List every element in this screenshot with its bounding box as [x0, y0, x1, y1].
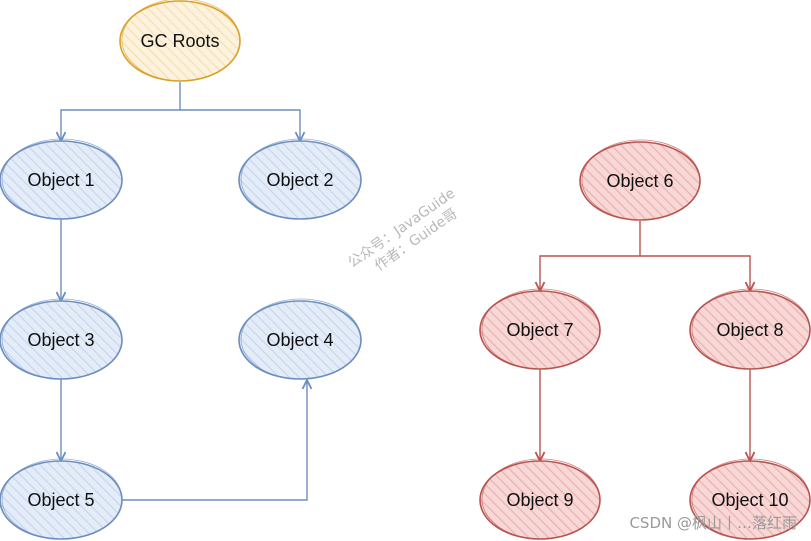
node-object7[interactable]: Object 7: [479, 288, 601, 370]
node-object1-label: Object 1: [27, 170, 94, 190]
edge-object5-to-object4: [122, 380, 307, 501]
node-object5-label: Object 5: [27, 490, 94, 510]
node-object10-label: Object 10: [711, 490, 788, 510]
edge-object6-to-object8: [640, 255, 750, 291]
node-object4[interactable]: Object 4: [238, 298, 362, 380]
node-object9[interactable]: Object 9: [479, 458, 601, 540]
node-object9-label: Object 9: [506, 490, 573, 510]
node-object4-label: Object 4: [266, 330, 333, 350]
edge-gc-roots-to-object1: [61, 82, 181, 141]
node-object6-label: Object 6: [606, 171, 673, 191]
edge-gc-roots-to-object2: [180, 109, 300, 141]
node-object3-label: Object 3: [27, 330, 94, 350]
node-object6[interactable]: Object 6: [579, 139, 701, 221]
csdn-credit: CSDN @枫山丨…落红雨: [629, 514, 797, 532]
node-object8[interactable]: Object 8: [689, 288, 811, 370]
node-object5[interactable]: Object 5: [0, 458, 123, 540]
node-object8-label: Object 8: [716, 320, 783, 340]
node-object2[interactable]: Object 2: [238, 138, 362, 220]
watermark: 公众号：JavaGuide 作者：Guide哥: [345, 186, 460, 275]
node-object7-label: Object 7: [506, 320, 573, 340]
edges: [61, 82, 750, 501]
edge-object6-to-object7: [540, 221, 641, 291]
node-object10[interactable]: Object 10: [689, 458, 811, 540]
node-object2-label: Object 2: [266, 170, 333, 190]
node-object3[interactable]: Object 3: [0, 298, 123, 380]
node-gc-roots[interactable]: GC Roots: [119, 0, 241, 82]
node-gc-roots-label: GC Roots: [140, 31, 219, 51]
node-object1[interactable]: Object 1: [0, 138, 123, 220]
